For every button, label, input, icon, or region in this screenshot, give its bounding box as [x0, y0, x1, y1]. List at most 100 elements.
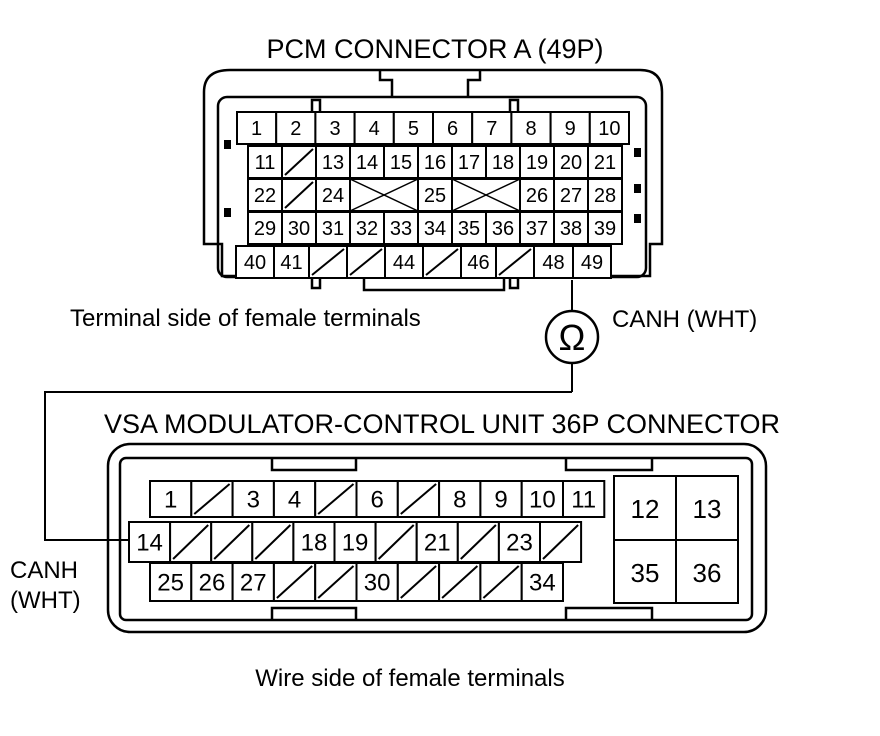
- pcm-terminal-number: 36: [492, 218, 514, 240]
- pcm-terminal: 35: [451, 211, 487, 245]
- pcm-terminal: 34: [417, 211, 453, 245]
- pcm-empty-terminal: [346, 245, 386, 279]
- vsa-empty-terminal: [374, 521, 418, 563]
- vsa-empty-terminal: [438, 562, 482, 602]
- pcm-unused-cavity: [451, 178, 521, 212]
- pcm-terminal-number: 2: [290, 118, 301, 140]
- pcm-terminal: 16: [417, 145, 453, 179]
- pcm-terminal-number: 5: [408, 118, 419, 140]
- pcm-terminal-number: 20: [560, 152, 582, 174]
- vsa-terminal-number: 3: [247, 487, 260, 514]
- pcm-terminal-number: 13: [322, 152, 344, 174]
- pcm-terminal: 20: [553, 145, 589, 179]
- pcm-terminal-number: 21: [594, 152, 616, 174]
- pcm-terminal: 5: [392, 111, 434, 145]
- pcm-connector-title: PCM CONNECTOR A (49P): [266, 34, 603, 64]
- pcm-terminal: 10: [588, 111, 630, 145]
- pcm-empty-terminal: [281, 178, 317, 212]
- vsa-empty-terminal: [314, 562, 358, 602]
- pcm-terminal: 14: [349, 145, 385, 179]
- vsa-terminal-number: 8: [453, 487, 466, 514]
- vsa-empty-terminal: [396, 562, 441, 602]
- pcm-terminal-number: 22: [254, 185, 276, 207]
- pcm-terminal-number: 49: [581, 252, 603, 274]
- pcm-terminal: 26: [519, 178, 555, 212]
- pcm-terminal: 39: [587, 211, 623, 245]
- pcm-terminal-number: 35: [458, 218, 480, 240]
- vsa-terminal-number: 23: [506, 530, 533, 557]
- vsa-terminal-number: 1: [164, 487, 177, 514]
- pcm-terminal-number: 32: [356, 218, 378, 240]
- vsa-terminal: 34: [520, 562, 565, 602]
- pcm-terminal-number: 1: [251, 118, 262, 140]
- vsa-empty-terminal: [539, 521, 583, 563]
- vsa-terminal: 3: [231, 480, 275, 518]
- vsa-terminal-number: 30: [364, 570, 391, 597]
- pcm-terminal-number: 34: [424, 218, 446, 240]
- vsa-terminal: 4: [272, 480, 317, 518]
- pcm-terminal-number: 29: [254, 218, 276, 240]
- vsa-terminal-number: 4: [288, 487, 301, 514]
- pcm-terminal-number: 28: [594, 185, 616, 207]
- pcm-terminal-number: 7: [486, 118, 497, 140]
- pcm-terminal: 22: [247, 178, 283, 212]
- pcm-terminal: 48: [533, 245, 574, 279]
- pcm-terminal: 9: [549, 111, 591, 145]
- pcm-terminal-number: 10: [598, 118, 620, 140]
- vsa-terminal-number: 13: [693, 494, 722, 524]
- pcm-terminal-number: 3: [329, 118, 340, 140]
- pcm-empty-terminal: [281, 145, 317, 179]
- vsa-terminal: 8: [438, 480, 482, 518]
- pcm-terminal-number: 46: [467, 252, 489, 274]
- pcm-terminal-number: 31: [322, 218, 344, 240]
- vsa-terminal: 1: [149, 480, 193, 518]
- pcm-empty-terminal: [495, 245, 535, 279]
- vsa-terminal-number: 25: [157, 570, 184, 597]
- vsa-terminal-number: 35: [631, 558, 660, 588]
- pcm-terminal: 27: [553, 178, 589, 212]
- vsa-terminal-number: 21: [424, 530, 451, 557]
- vsa-terminal-number: 34: [529, 570, 556, 597]
- pcm-terminal: 32: [349, 211, 385, 245]
- vsa-connector: [106, 442, 768, 634]
- vsa-terminal-number: 9: [494, 487, 507, 514]
- vsa-terminal-number: 14: [136, 530, 163, 557]
- pcm-terminal-number: 44: [393, 252, 415, 274]
- pcm-terminal: 13: [315, 145, 351, 179]
- pcm-terminal: 3: [314, 111, 356, 145]
- pcm-terminal: 44: [384, 245, 424, 279]
- vsa-empty-terminal: [210, 521, 254, 563]
- ohm-icon: Ω: [559, 317, 586, 358]
- pcm-side-nubs: [224, 140, 641, 223]
- vsa-empty-terminal: [272, 562, 317, 602]
- vsa-empty-terminal: [169, 521, 213, 563]
- vsa-terminal-number: 26: [199, 570, 226, 597]
- vsa-probe-label-line1: CANH: [10, 557, 78, 584]
- vsa-terminal: 25: [149, 562, 193, 602]
- vsa-empty-terminal: [479, 562, 523, 602]
- pcm-terminal: 37: [519, 211, 555, 245]
- pcm-terminal: 24: [315, 178, 351, 212]
- vsa-terminal: 27: [231, 562, 275, 602]
- ohmmeter: Ω: [544, 309, 600, 365]
- pcm-terminal: 19: [519, 145, 555, 179]
- vsa-empty-terminal: [396, 480, 441, 518]
- pcm-terminal-number: 26: [526, 185, 548, 207]
- vsa-terminal: 10: [520, 480, 565, 518]
- pcm-terminal-number: 25: [424, 185, 446, 207]
- pcm-terminal: 1: [236, 111, 278, 145]
- pcm-terminal-number: 37: [526, 218, 548, 240]
- pcm-terminal: 41: [273, 245, 310, 279]
- pcm-terminal: 38: [553, 211, 589, 245]
- pcm-terminal-number: 40: [244, 252, 266, 274]
- pcm-terminal-number: 33: [390, 218, 412, 240]
- pcm-terminal: 8: [510, 111, 552, 145]
- pcm-terminal-number: 4: [369, 118, 380, 140]
- vsa-terminal: 30: [355, 562, 399, 602]
- vsa-terminal: 11: [562, 480, 606, 518]
- vsa-empty-terminal: [190, 480, 234, 518]
